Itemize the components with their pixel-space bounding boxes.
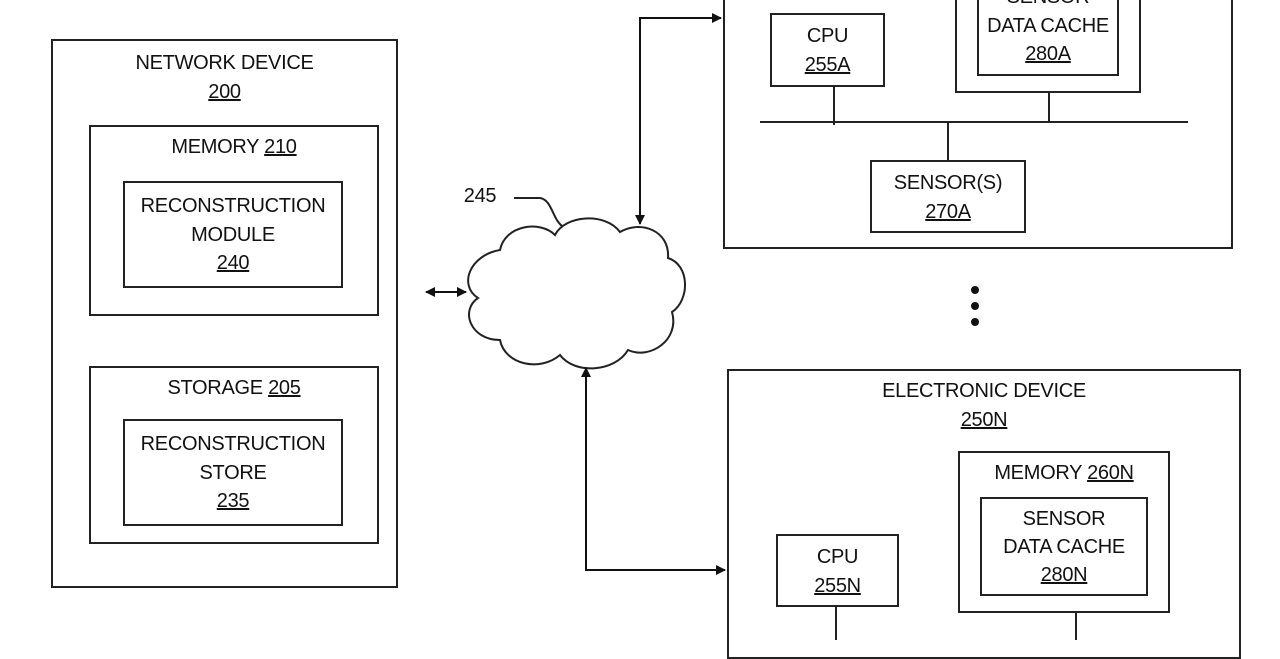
sensors-a-title: SENSOR(S): [893, 172, 1003, 194]
device-n-title: ELECTRONIC DEVICE: [882, 380, 1086, 402]
reconstruction-module: RECONSTRUCTION MODULE 240: [123, 181, 343, 288]
network-device-title: NETWORK DEVICE: [135, 52, 314, 74]
cache-n-line1: SENSOR: [1022, 508, 1106, 530]
memory-title: MEMORY: [171, 136, 259, 158]
memory-n-ref: 260N: [1087, 462, 1134, 484]
cache-a-line2: DATA CACHE: [987, 15, 1109, 37]
memory-260n: MEMORY 260N: [958, 451, 1170, 613]
sensors-a-ref: 270A: [925, 201, 971, 223]
memory-a: [955, 0, 1141, 93]
ellipsis-dot: [971, 286, 979, 294]
storage-title-text: STORAGE: [167, 377, 263, 399]
cloud-to-device-n-arrow: [581, 367, 726, 575]
reconstruction-store-line2: STORE: [199, 462, 267, 484]
network-label: 245: [463, 185, 497, 207]
network-label-leader: [514, 197, 563, 227]
sensor-data-cache-280a: SENSOR DATA CACHE 280A: [977, 0, 1119, 76]
cpu-255n: CPU 255N: [776, 534, 899, 607]
cpu-n-ref: 255N: [814, 575, 861, 597]
cpu-a-ref: 255A: [804, 54, 851, 76]
cpu-n-title: CPU: [816, 546, 859, 568]
cache-a-line1: SENSOR: [979, 0, 1117, 11]
reconstruction-store-line1: RECONSTRUCTION: [140, 433, 326, 455]
cpu-a-title: CPU: [806, 25, 849, 47]
network-device: NETWORK DEVICE 200: [51, 39, 398, 588]
sensors-270a: SENSOR(S) 270A: [870, 160, 1026, 233]
cache-a-ref: 280A: [1025, 43, 1071, 65]
storage-ref: 205: [268, 377, 301, 399]
storage-title: STORAGE 205: [91, 374, 377, 402]
reconstruction-store: RECONSTRUCTION STORE 235: [123, 419, 343, 526]
reconstruction-module-line1: RECONSTRUCTION: [140, 195, 326, 217]
ellipsis-dot: [971, 318, 979, 326]
ellipsis-dot: [971, 302, 979, 310]
sensor-data-cache-280n: SENSOR DATA CACHE 280N: [980, 497, 1148, 596]
memory-210: MEMORY 210: [89, 125, 379, 316]
network-cloud: [467, 217, 686, 370]
reconstruction-module-line2: MODULE: [191, 224, 275, 246]
network-device-ref: 200: [208, 81, 241, 103]
connections-layer: [425, 13, 1188, 640]
electronic-device-a: [723, 0, 1233, 249]
cache-n-line2: DATA CACHE: [1003, 536, 1125, 558]
reconstruction-store-ref: 235: [216, 490, 250, 512]
cpu-255a: CPU 255A: [770, 13, 885, 87]
cache-n-ref: 280N: [1040, 564, 1088, 586]
reconstruction-module-ref: 240: [216, 252, 250, 274]
device-n-ref: 250N: [960, 409, 1008, 431]
memory-ref: 210: [264, 136, 297, 158]
storage-205: STORAGE 205: [89, 366, 379, 544]
memory-n-title-text: MEMORY: [994, 462, 1082, 484]
memory-210-title: MEMORY 210: [91, 133, 377, 161]
memory-n-title: MEMORY 260N: [960, 459, 1168, 487]
cloud-to-device-a-arrow: [635, 13, 722, 225]
